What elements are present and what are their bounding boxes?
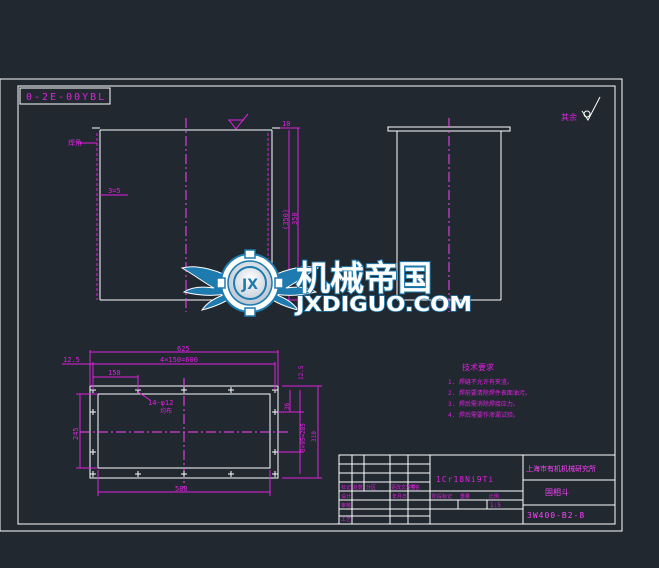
tech-note-3: 3. 焊后需消除焊接应力。 (448, 400, 519, 408)
side-view (387, 118, 511, 312)
watermark-gear-icon (216, 249, 284, 317)
tech-note-1: 1. 焊缝不允许有夹渣。 (448, 378, 513, 386)
watermark: JX 机械帝国 JXDIGUO.COM (180, 249, 473, 317)
watermark-cn-text: 机械帝国 (296, 259, 432, 299)
title-block: 标记 设计 审核 工艺 处数 分区 更改文件号 签名 年月日 阶段标记 重量 比… (338, 454, 616, 525)
tb-material: 1Cr18Ni9Ti (436, 475, 494, 484)
tb-col-label-2: 分区 (366, 484, 376, 491)
tech-note-2: 2. 焊前要清除焊件表面油污。 (448, 389, 531, 397)
tb-row-label-4: 工艺 (341, 517, 351, 523)
drawing-code-box: 0-2E-00YBL (19, 87, 111, 105)
tech-title: 技术要求 (462, 362, 494, 372)
dim-edge: 12.5 (63, 356, 80, 364)
dim-bottom-width: 580 (175, 485, 188, 493)
tb-part-name: 固相斗 (545, 487, 569, 497)
tb-row-label-3: 审核 (341, 502, 351, 509)
surface-note-text: 其余 (561, 112, 577, 122)
dim-hole-sub: 均布 (160, 407, 172, 415)
weld-dim: 3=5 (108, 187, 121, 195)
dim-vertical-outer: (350) (282, 209, 290, 230)
weld-note: 焊角 (68, 138, 82, 147)
dim-right-pitch: 3×95=285 (300, 423, 307, 452)
tb-drawing-number: 3W400-B2-8 (527, 511, 585, 520)
watermark-logo-letters: JX (241, 277, 258, 293)
drawing-frame (0, 78, 623, 532)
tb-col-label-3: 更改文件号 (391, 484, 416, 491)
dim-hole-pitch: 4×150=600 (160, 356, 198, 364)
tb-col-label-4: 签名 (410, 484, 420, 491)
front-view: 焊角 3=5 10 (350) 350 (68, 113, 302, 312)
dim-right-top: 36 (284, 402, 291, 410)
tb-col-label-1: 处数 (353, 484, 363, 491)
weld-symbol (228, 113, 249, 130)
technical-requirements: 技术要求 1. 焊缝不允许有夹渣。 2. 焊前要清除焊件表面油污。 3. 焊后需… (448, 362, 531, 419)
top-dim: 10 (282, 120, 290, 128)
dim-overall-width: 625 (177, 345, 190, 353)
tb-organization: 上海市有机机械研究所 (526, 464, 596, 473)
dim-hole-note: 14-φ12 (148, 399, 173, 407)
drawing-code-text: 0-2E-00YBL (26, 92, 106, 103)
tb-stage-label-1: 阶段标记 (432, 493, 452, 500)
tech-note-4: 4. 焊后需要作渗漏试验。 (448, 411, 519, 419)
dim-right-overall: 310 (311, 431, 318, 442)
tb-scale: 1:5 (490, 502, 501, 509)
dim-height-left: 245 (72, 427, 80, 440)
surface-roughness-note: 其余 (561, 96, 601, 122)
dim-vertical-inner: 350 (291, 212, 299, 225)
tb-row-label-1: 标记 (341, 484, 351, 491)
tb-stage-label-2: 重量 (460, 493, 470, 500)
dim-first-pitch: 150 (108, 369, 121, 377)
watermark-en-text: JXDIGUO.COM (294, 292, 472, 316)
dim-right-edge: 12.5 (298, 365, 305, 380)
plan-view: 625 4×150=600 12.5 150 14-φ12 均布 245 580 (62, 345, 322, 496)
tb-stage-label-3: 比例 (489, 493, 499, 500)
tb-row-label-2: 设计 (341, 493, 351, 500)
tb-col-label-5: 年月日 (392, 493, 407, 500)
